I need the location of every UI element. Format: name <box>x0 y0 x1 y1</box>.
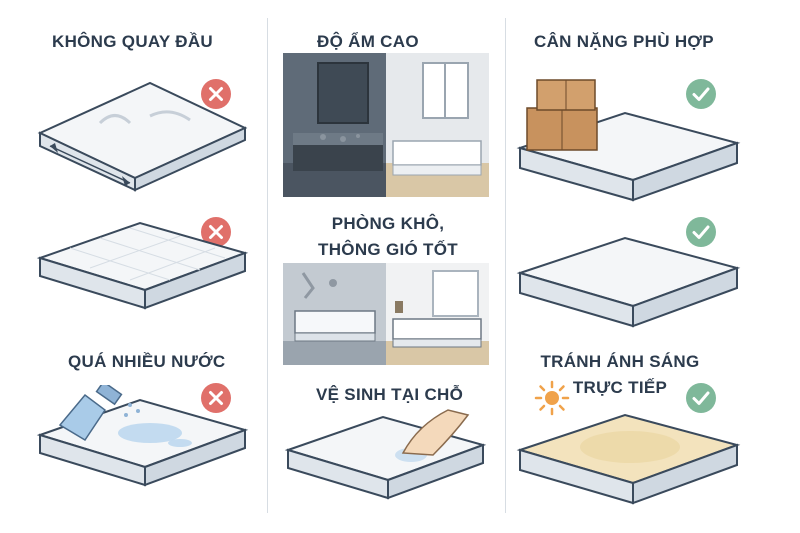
label-too-much-water: QUÁ NHIỀU NƯỚC <box>68 352 226 371</box>
mattress-boxes-illustration <box>515 78 745 218</box>
bad-badge-2 <box>200 216 232 248</box>
column-divider-left <box>267 18 268 513</box>
cross-icon <box>201 79 231 109</box>
check-icon <box>686 217 716 247</box>
label-high-humidity: ĐỘ ẨM CAO <box>317 32 419 51</box>
check-icon <box>686 79 716 109</box>
column-divider-right <box>505 18 506 513</box>
bad-badge-1 <box>200 78 232 110</box>
cross-icon <box>201 383 231 413</box>
spray-bottle-icon <box>58 385 123 442</box>
sun-icon <box>534 380 570 416</box>
good-badge-3 <box>685 382 717 414</box>
check-icon <box>686 383 716 413</box>
mattress-spot-clean-illustration <box>283 405 493 515</box>
mattress-faded-illustration <box>515 405 745 515</box>
humid-room-photo <box>283 53 489 197</box>
label-avoid-sunlight-line1: TRÁNH ÁNH SÁNG <box>540 352 700 371</box>
bad-badge-3 <box>200 382 232 414</box>
label-no-rotation: KHÔNG QUAY ĐẦU <box>52 32 214 51</box>
label-dry-ventilated-line1: PHÒNG KHÔ, <box>331 214 445 233</box>
label-spot-clean: VỆ SINH TẠI CHỖ <box>316 385 464 404</box>
label-suitable-weight: CÂN NẶNG PHÙ HỢP <box>534 32 714 51</box>
label-dry-ventilated-room: PHÒNG KHÔ, THÔNG GIÓ TỐT <box>303 214 473 260</box>
mattress-quilted-illustration <box>30 218 255 318</box>
label-avoid-sunlight: TRÁNH ÁNH SÁNG TRỰC TIẾP <box>525 352 715 398</box>
mattress-wet-illustration <box>30 385 255 495</box>
label-avoid-sunlight-line2: TRỰC TIẾP <box>572 378 668 397</box>
label-dry-ventilated-line2: THÔNG GIÓ TỐT <box>318 240 458 259</box>
box-stack-icon <box>526 79 598 151</box>
mattress-plain-illustration <box>515 228 745 338</box>
mattress-rotate-illustration <box>30 78 255 193</box>
hand-icon <box>401 409 470 456</box>
good-badge-1 <box>685 78 717 110</box>
dry-room-photo <box>283 263 489 365</box>
cross-icon <box>201 217 231 247</box>
good-badge-2 <box>685 216 717 248</box>
